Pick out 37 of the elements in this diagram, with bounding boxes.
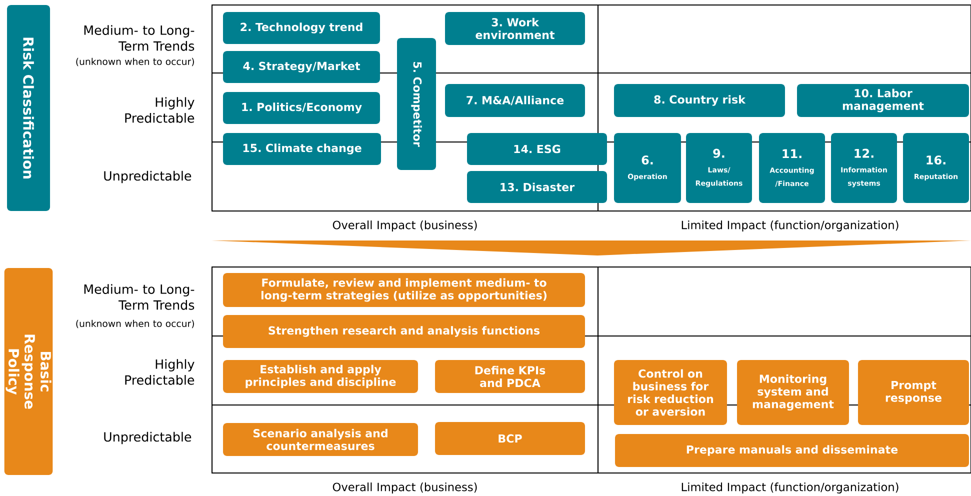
risk-box: 5. Competitor bbox=[397, 38, 436, 170]
section-tab: Risk Classification bbox=[7, 5, 50, 211]
risk-box: Prompt response bbox=[858, 360, 969, 425]
risk-box: Establish and apply principles and discipline bbox=[223, 360, 418, 393]
risk-box: Define KPIs and PDCA bbox=[435, 360, 585, 393]
row-label: Medium- to Long-Term Trends bbox=[84, 284, 194, 310]
risk-box: Monitoring system and management bbox=[737, 360, 849, 425]
risk-box: 4. Strategy/Market bbox=[223, 51, 380, 83]
axis-label: Overall Impact (business) bbox=[332, 482, 477, 494]
risk-box: Strengthen research and analysis functions bbox=[223, 315, 585, 348]
risk-box: 2. Technology trend bbox=[223, 12, 380, 44]
risk-box: 7. M&A/Alliance bbox=[445, 84, 585, 117]
risk-box: Prepare manuals and disseminate bbox=[615, 434, 969, 467]
matrix-frame bbox=[211, 266, 971, 474]
axis-label: Limited Impact (function/organization) bbox=[682, 482, 898, 494]
section-tab: Basic Response Policy bbox=[4, 268, 53, 475]
axis-label: Limited Impact (function/organization) bbox=[682, 220, 898, 232]
row-label: Medium- to Long-Term Trends bbox=[84, 25, 194, 51]
risk-box: 15. Climate change bbox=[223, 133, 381, 165]
row-note: (unknown when to occur) bbox=[76, 320, 194, 328]
risk-box: Formulate, review and implement medium- to long-term strategies (utilize as opportunities) bbox=[223, 273, 585, 307]
risk-box: Control on business for risk reduction or aversion bbox=[614, 360, 727, 425]
risk-box: 13. Disaster bbox=[467, 171, 607, 203]
row-note: (unknown when to occur) bbox=[76, 58, 194, 66]
risk-box: 14. ESG bbox=[467, 133, 607, 165]
risk-box: 8. Country risk bbox=[614, 84, 785, 117]
risk-box: 1. Politics/Economy bbox=[223, 92, 380, 124]
risk-box: 3. Work environment bbox=[445, 12, 585, 45]
matrix-frame bbox=[211, 4, 971, 212]
axis-label: Overall Impact (business) bbox=[332, 220, 477, 232]
row-label: Highly Predictable bbox=[125, 359, 194, 385]
risk-box: Scenario analysis and countermeasures bbox=[223, 422, 418, 456]
risk-box: 10. Labor management bbox=[797, 84, 969, 117]
row-label: Unpredictable bbox=[104, 170, 192, 184]
risk-box: BCP bbox=[435, 422, 585, 455]
row-label: Unpredictable bbox=[104, 432, 192, 444]
row-label: Highly Predictable bbox=[125, 97, 194, 123]
